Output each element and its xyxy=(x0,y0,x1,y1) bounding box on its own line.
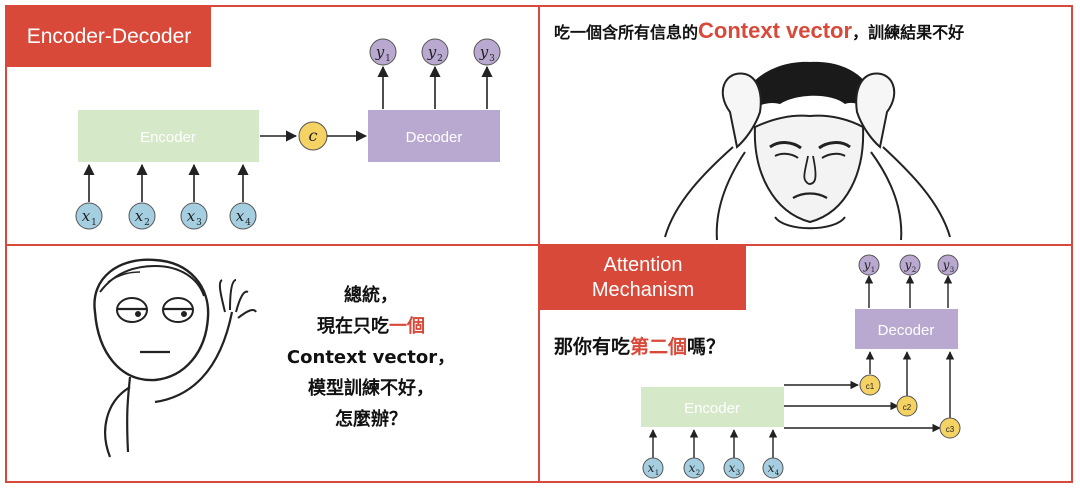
attention-mechanism-tag: Attention Mechanism xyxy=(540,246,746,310)
output-node-3: y 3 xyxy=(473,38,501,109)
attention-context-node-1: c1 xyxy=(859,351,881,396)
caption-highlight: Context vector xyxy=(698,18,853,43)
input-sub-1: 1 xyxy=(91,218,97,228)
attention-output-node-2: y 2 xyxy=(899,254,921,308)
attention-input-sub-4: 4 xyxy=(775,469,780,477)
output-node-1: y 1 xyxy=(369,38,397,109)
context-label-c2: c2 xyxy=(903,403,912,412)
input-label-2: x xyxy=(135,207,144,225)
attention-input-node-2: x 2 xyxy=(683,429,705,479)
context-label: c xyxy=(309,126,318,145)
stressed-face-illustration xyxy=(664,61,951,241)
attention-input-sub-1: 1 xyxy=(655,469,659,477)
attention-output-node-3: y 3 xyxy=(937,254,959,308)
output-label-2: y xyxy=(427,43,437,61)
caption-before: 吃一個含所有信息的 xyxy=(554,23,699,42)
attention-output-label-3: y xyxy=(942,258,950,272)
attention-output-label-1: y xyxy=(863,258,871,272)
speech-line-4: 模型訓練不好， xyxy=(308,378,434,399)
attention-input-node-1: x 1 xyxy=(642,429,664,479)
output-sub-1: 1 xyxy=(385,54,391,64)
attention-input-sub-2: 2 xyxy=(696,469,700,477)
attention-decoder-label: Decoder xyxy=(878,322,935,339)
attention-input-label-3: x xyxy=(729,461,736,475)
input-label-1: x xyxy=(82,207,91,225)
question-before: 那你有吃 xyxy=(554,336,631,358)
input-node-1: x 1 xyxy=(75,163,103,230)
context-vector-caption: 吃一個含所有信息的Context vector，訓練結果不好 xyxy=(554,18,964,44)
decoder-label: Decoder xyxy=(406,129,463,146)
encoder-decoder-diagram: Encoder Decoder c x 1 x 2 x 3 x 4 y 1 xyxy=(75,38,501,230)
output-sub-3: 3 xyxy=(489,54,495,64)
context-label-c3: c3 xyxy=(946,425,955,434)
output-label-3: y xyxy=(479,43,489,61)
attention-context-node-3: c3 xyxy=(939,351,961,439)
encoder-label: Encoder xyxy=(140,129,196,146)
waving-stick-figure xyxy=(93,258,257,458)
input-node-3: x 3 xyxy=(180,163,208,230)
speech-line-3: Context vector， xyxy=(286,347,456,368)
attention-input-label-4: x xyxy=(768,461,775,475)
output-label-1: y xyxy=(375,43,385,61)
output-node-2: y 2 xyxy=(421,38,449,109)
attention-context-node-2: c2 xyxy=(896,351,918,417)
attention-output-node-1: y 1 xyxy=(858,254,880,308)
attention-input-sub-3: 3 xyxy=(736,469,740,477)
attention-output-sub-2: 2 xyxy=(912,266,916,274)
encoder-box xyxy=(78,110,259,162)
question-after: 嗎？ xyxy=(687,336,726,358)
speech-line-2-highlight: 一個 xyxy=(389,316,425,337)
speech-line-5: 怎麼辦？ xyxy=(335,409,407,430)
attention-question: 那你有吃第二個嗎？ xyxy=(554,332,725,359)
attention-output-label-2: y xyxy=(904,258,912,272)
question-highlight: 第二個 xyxy=(630,336,688,358)
context-label-c1: c1 xyxy=(866,382,875,391)
attention-tag-line-2: Mechanism xyxy=(591,279,695,301)
attention-tag-line-1: Attention xyxy=(603,254,683,276)
input-node-2: x 2 xyxy=(128,163,156,230)
speech-line-2: 現在只吃一個 xyxy=(266,311,476,342)
encoder-decoder-tag: Encoder-Decoder xyxy=(7,7,211,67)
attention-encoder-label: Encoder xyxy=(684,400,740,417)
input-sub-2: 2 xyxy=(144,218,150,228)
input-sub-4: 4 xyxy=(245,218,251,228)
input-sub-3: 3 xyxy=(196,218,202,228)
attention-encoder-box xyxy=(641,387,784,427)
attention-decoder-box xyxy=(855,309,958,349)
attention-input-node-3: x 3 xyxy=(723,429,745,479)
speech-text: 總統， 現在只吃一個 Context vector， 模型訓練不好， 怎麼辦？ xyxy=(266,280,476,435)
input-label-4: x xyxy=(236,207,245,225)
decoder-box xyxy=(368,110,500,162)
caption-after: ，訓練結果不好 xyxy=(852,23,965,42)
output-sub-2: 2 xyxy=(437,54,443,64)
attention-diagram: Decoder Encoder c1 c2 c3 x 1 x 2 x 3 xyxy=(641,254,961,479)
horizontal-divider xyxy=(5,244,1073,246)
attention-output-sub-3: 3 xyxy=(950,266,954,274)
speech-line-1: 總統， xyxy=(344,285,398,306)
attention-input-label-1: x xyxy=(648,461,655,475)
input-node-4: x 4 xyxy=(229,163,257,230)
attention-output-sub-1: 1 xyxy=(871,266,875,274)
input-label-3: x xyxy=(187,207,196,225)
speech-line-2-text: 現在只吃 xyxy=(317,316,389,337)
attention-input-label-2: x xyxy=(689,461,696,475)
attention-input-node-4: x 4 xyxy=(762,429,784,479)
